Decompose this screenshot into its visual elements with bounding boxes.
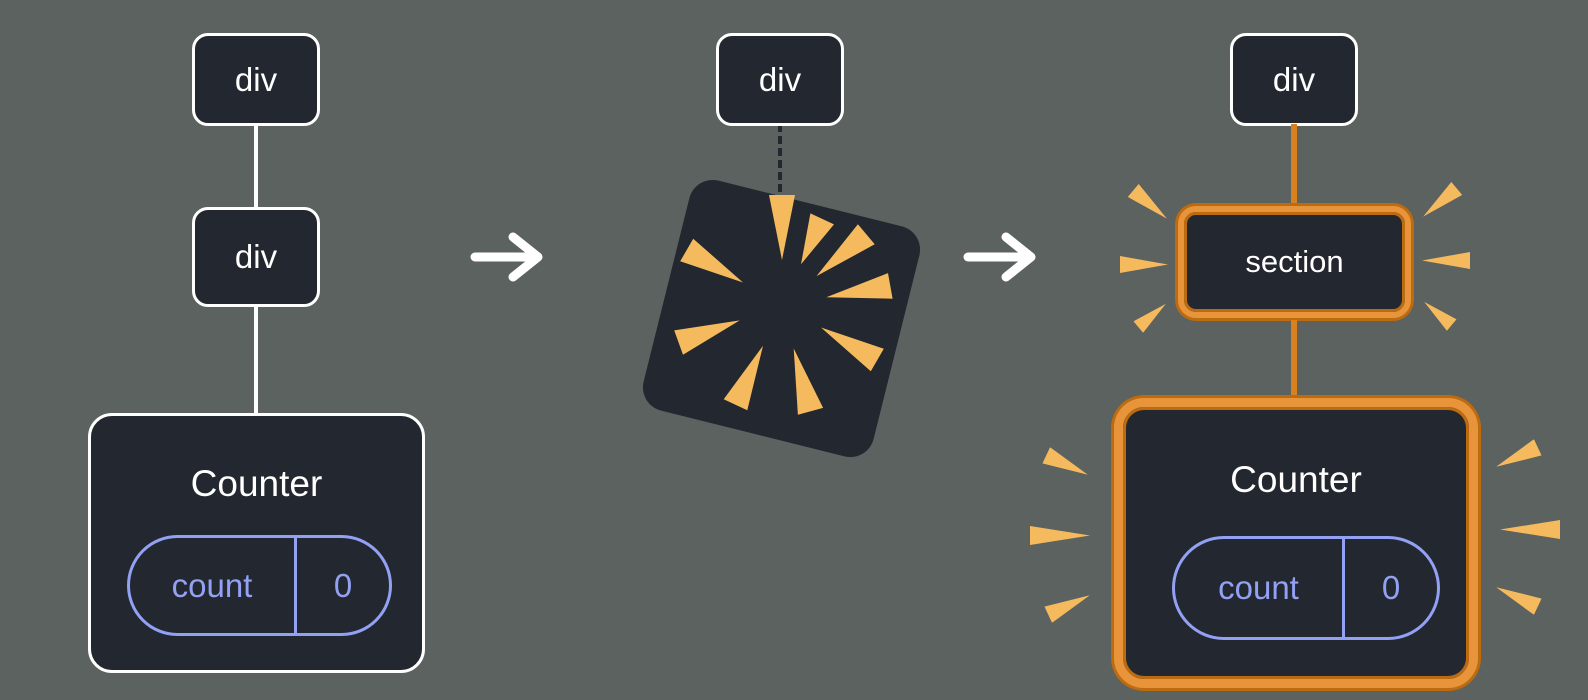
state-pill-divider bbox=[294, 538, 297, 633]
arrow-right-icon bbox=[963, 232, 1036, 282]
node-label: div bbox=[234, 60, 278, 98]
node-label: div bbox=[1272, 60, 1316, 98]
sparkle-icon bbox=[1492, 579, 1541, 615]
state-key: count bbox=[171, 566, 253, 604]
state-pill: count 0 bbox=[127, 535, 392, 636]
sparkle-icon bbox=[1030, 526, 1090, 545]
sparkle-icon bbox=[1120, 256, 1168, 273]
sparkle-icon bbox=[1133, 298, 1170, 333]
sparkle-icon bbox=[1419, 296, 1456, 331]
node-label: section bbox=[1245, 244, 1344, 279]
component-title: Counter bbox=[1230, 459, 1362, 500]
sparkle-icon bbox=[1492, 439, 1541, 475]
sparkle-icon bbox=[1042, 447, 1091, 483]
sparkle-icon bbox=[1418, 182, 1463, 223]
state-value: 0 bbox=[333, 566, 353, 604]
state-key: count bbox=[1218, 569, 1299, 606]
node-label: div bbox=[234, 238, 278, 275]
tree-edge bbox=[254, 124, 258, 209]
tree-edge-dashed bbox=[778, 124, 782, 216]
tree-edge bbox=[254, 305, 258, 415]
state-pill: count 0 bbox=[1172, 536, 1440, 640]
sparkle-icon bbox=[1044, 587, 1093, 623]
dom-node-section: section bbox=[1178, 206, 1411, 318]
dom-node-div-root: div bbox=[716, 33, 844, 126]
tree-edge-highlighted bbox=[1291, 320, 1297, 400]
tree-edge-highlighted bbox=[1291, 124, 1297, 208]
sparkle-icon bbox=[1500, 520, 1560, 539]
sparkle-icon bbox=[1128, 184, 1173, 225]
sparkle-icon bbox=[1422, 252, 1470, 269]
dom-node-div-root: div bbox=[192, 33, 320, 126]
arrow-right-icon bbox=[470, 232, 543, 282]
node-label: div bbox=[758, 60, 802, 98]
counter-component-card: Counter count 0 bbox=[88, 413, 425, 673]
poof-burst-icon bbox=[674, 195, 893, 415]
state-value: 0 bbox=[1381, 569, 1401, 606]
dom-node-div-child: div bbox=[192, 207, 320, 307]
component-title: Counter bbox=[190, 463, 323, 504]
counter-component-card-highlighted: Counter count 0 bbox=[1114, 398, 1478, 688]
dom-node-div-root: div bbox=[1230, 33, 1358, 126]
state-pill-divider bbox=[1342, 539, 1345, 637]
